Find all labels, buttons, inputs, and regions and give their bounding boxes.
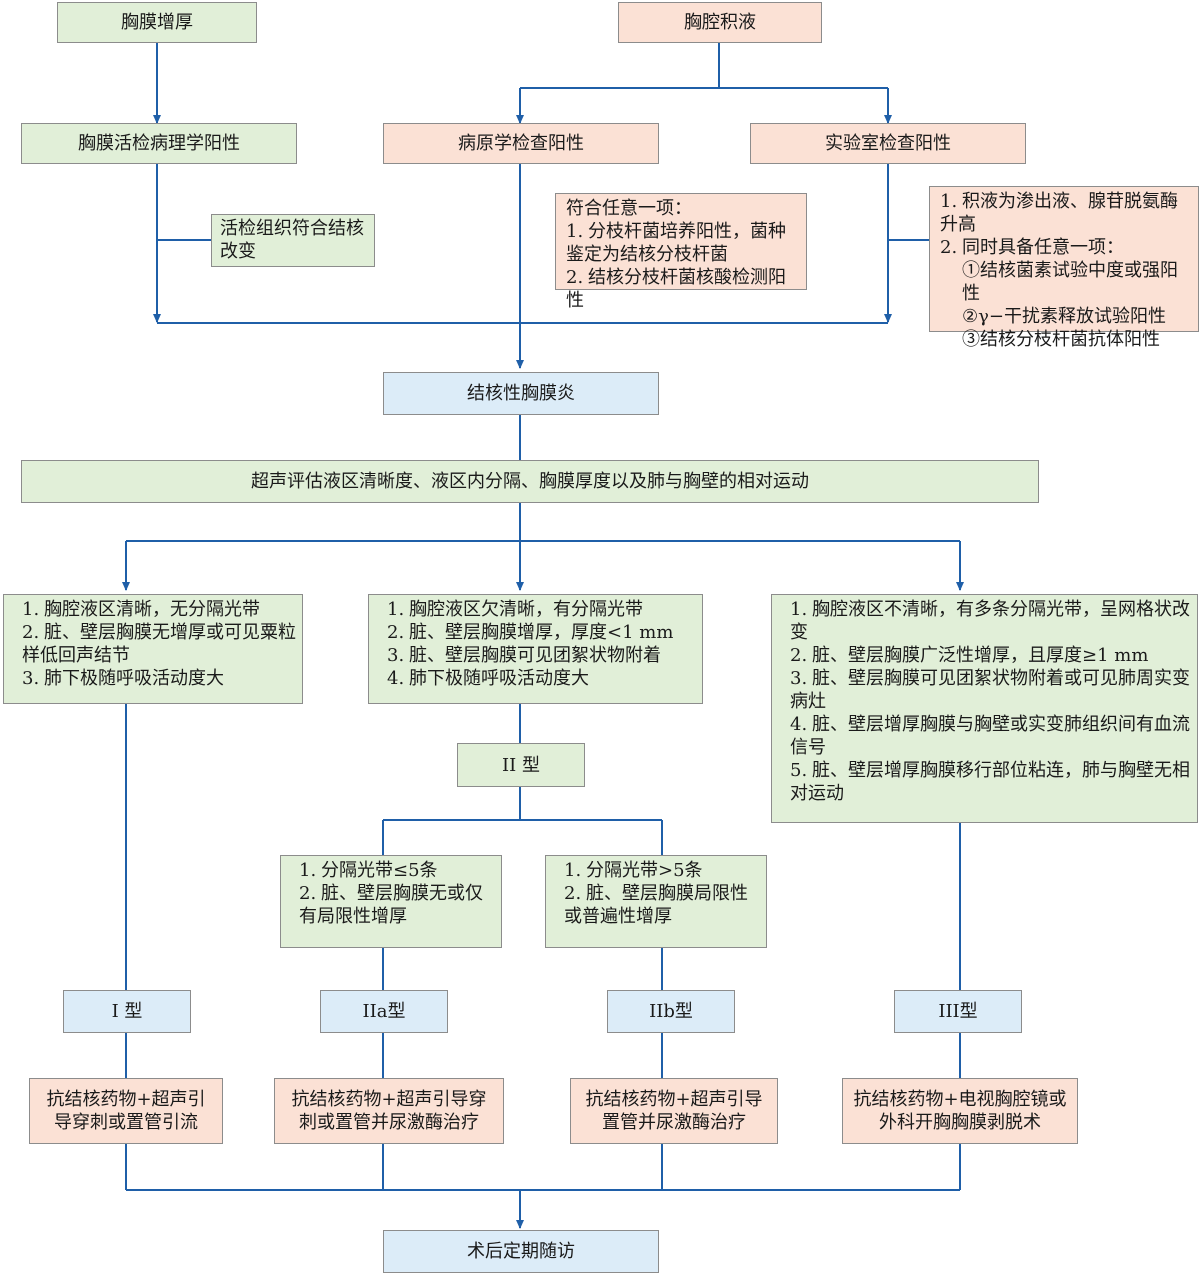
node-pleural-effusion: 胸腔积液 xyxy=(618,2,822,43)
node-tuberculous-pleurisy: 结核性胸膜炎 xyxy=(383,372,659,415)
note-subitem: ①结核菌素试验中度或强阳性 xyxy=(962,260,1178,304)
note-item: 2.同时具备任意一项： xyxy=(940,237,1124,258)
node-label: III型 xyxy=(938,1001,978,1022)
node-type-2: II 型 xyxy=(457,743,585,787)
criteria-item: 1.分隔光带>5条 xyxy=(564,860,703,881)
treatment-text: 抗结核药物+超声引导置管并尿激酶治疗 xyxy=(585,1089,763,1133)
node-label: 实验室检查阳性 xyxy=(825,133,951,154)
node-pleural-thickening: 胸膜增厚 xyxy=(57,2,257,43)
node-type-3: III型 xyxy=(894,990,1022,1033)
node-etiology-positive: 病原学检查阳性 xyxy=(383,123,659,164)
note-subitem: ②γ−干扰素释放试验阳性 xyxy=(962,306,1166,327)
node-label: 术后定期随访 xyxy=(467,1241,575,1262)
node-label: II 型 xyxy=(502,754,540,776)
treatment-type3: 抗结核药物+电视胸腔镜或外科开胸胸膜剥脱术 xyxy=(842,1078,1078,1144)
note-intro: 符合任意一项： xyxy=(566,198,692,219)
note-item: 1.分枝杆菌培养阳性，菌种鉴定为结核分枝杆菌 xyxy=(566,221,786,265)
treatment-type2b: 抗结核药物+超声引导置管并尿激酶治疗 xyxy=(570,1078,778,1144)
criteria-item: 3.肺下极随呼吸活动度大 xyxy=(22,668,224,689)
node-ultrasound-evaluation: 超声评估液区清晰度、液区内分隔、胸膜厚度以及肺与胸壁的相对运动 xyxy=(21,460,1039,503)
node-follow-up: 术后定期随访 xyxy=(383,1230,659,1273)
criteria-item: 4.肺下极随呼吸活动度大 xyxy=(387,668,589,689)
treatment-text: 抗结核药物+超声引导穿刺或置管并尿激酶治疗 xyxy=(291,1089,487,1133)
node-type-2a: IIa型 xyxy=(320,990,448,1033)
criteria-item: 2.脏、壁层胸膜广泛性增厚，且厚度≥1 mm xyxy=(790,645,1149,666)
treatment-text: 抗结核药物+电视胸腔镜或外科开胸胸膜剥脱术 xyxy=(853,1089,1067,1133)
treatment-text: 抗结核药物+超声引导穿刺或置管引流 xyxy=(46,1089,206,1133)
criteria-item: 5.脏、壁层增厚胸膜移行部位粘连，肺与胸壁无相对运动 xyxy=(790,760,1190,804)
criteria-type2b: 1.分隔光带>5条 2.脏、壁层胸膜局限性或普遍性增厚 xyxy=(545,855,767,948)
criteria-item: 2.脏、壁层胸膜局限性或普遍性增厚 xyxy=(564,883,748,927)
note-etiology: 符合任意一项： 1.分枝杆菌培养阳性，菌种鉴定为结核分枝杆菌 2.结核分枝杆菌核… xyxy=(555,193,807,311)
node-label: IIa型 xyxy=(362,1001,406,1022)
criteria-item: 3.脏、壁层胸膜可见团絮状物附着 xyxy=(387,645,661,666)
node-type-1: I 型 xyxy=(63,990,191,1033)
criteria-item: 2.脏、壁层胸膜无增厚或可见粟粒样低回声结节 xyxy=(22,622,296,666)
criteria-item: 1.分隔光带≤5条 xyxy=(299,860,438,881)
node-lab-positive: 实验室检查阳性 xyxy=(750,123,1026,164)
criteria-item: 4.脏、壁层增厚胸膜与胸壁或实变肺组织间有血流信号 xyxy=(790,714,1190,758)
node-label: 胸腔积液 xyxy=(684,12,756,33)
criteria-item: 2.脏、壁层胸膜无或仅有局限性增厚 xyxy=(299,883,483,927)
criteria-type2: 1.胸腔液区欠清晰，有分隔光带 2.脏、壁层胸膜增厚，厚度<1 mm 3.脏、壁… xyxy=(368,594,703,704)
node-label: 胸膜增厚 xyxy=(121,12,193,33)
note-biopsy: 活检组织符合结核改变 xyxy=(211,214,375,267)
node-label: 结核性胸膜炎 xyxy=(467,383,575,404)
criteria-item: 3.脏、壁层胸膜可见团絮状物附着或可见肺周实变病灶 xyxy=(790,668,1190,712)
note-subitem: ③结核分枝杆菌抗体阳性 xyxy=(962,329,1160,350)
criteria-type2a: 1.分隔光带≤5条 2.脏、壁层胸膜无或仅有局限性增厚 xyxy=(280,855,502,948)
criteria-type1: 1.胸腔液区清晰，无分隔光带 2.脏、壁层胸膜无增厚或可见粟粒样低回声结节 3.… xyxy=(3,594,303,704)
node-label: I 型 xyxy=(111,1001,143,1022)
criteria-type3: 1.胸腔液区不清晰，有多条分隔光带，呈网格状改变 2.脏、壁层胸膜广泛性增厚，且… xyxy=(771,594,1198,823)
criteria-item: 1.胸腔液区欠清晰，有分隔光带 xyxy=(387,599,643,620)
note-item: 2.结核分枝杆菌核酸检测阳性 xyxy=(566,267,786,311)
node-label: 超声评估液区清晰度、液区内分隔、胸膜厚度以及肺与胸壁的相对运动 xyxy=(251,471,809,492)
node-label: IIb型 xyxy=(649,1001,693,1022)
criteria-item: 1.胸腔液区不清晰，有多条分隔光带，呈网格状改变 xyxy=(790,599,1190,643)
criteria-item: 2.脏、壁层胸膜增厚，厚度<1 mm xyxy=(387,622,674,643)
node-type-2b: IIb型 xyxy=(607,990,735,1033)
criteria-item: 1.胸腔液区清晰，无分隔光带 xyxy=(22,599,260,620)
treatment-type1: 抗结核药物+超声引导穿刺或置管引流 xyxy=(29,1078,223,1144)
node-label: 病原学检查阳性 xyxy=(458,133,584,154)
treatment-type2a: 抗结核药物+超声引导穿刺或置管并尿激酶治疗 xyxy=(274,1078,504,1144)
note-item: 1.积液为渗出液、腺苷脱氨酶升高 xyxy=(940,191,1178,235)
note-text: 活检组织符合结核改变 xyxy=(220,218,364,262)
node-biopsy-positive: 胸膜活检病理学阳性 xyxy=(21,123,297,164)
note-lab: 1.积液为渗出液、腺苷脱氨酶升高 2.同时具备任意一项： ①结核菌素试验中度或强… xyxy=(929,186,1199,350)
node-label: 胸膜活检病理学阳性 xyxy=(78,133,240,154)
